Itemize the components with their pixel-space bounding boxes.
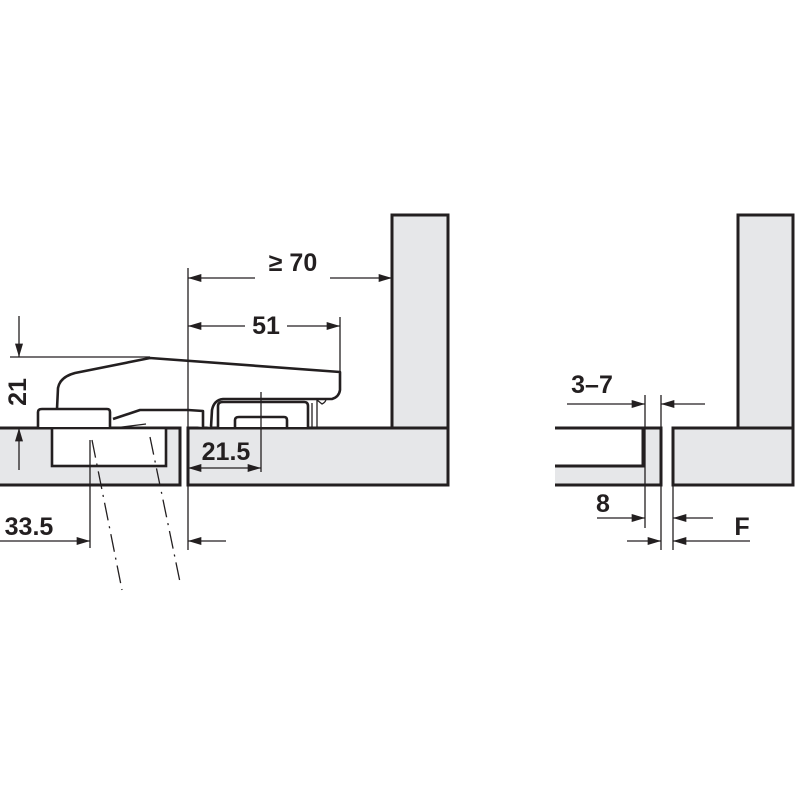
dim-mount-offset: 21.5 bbox=[202, 438, 251, 466]
dim-height: 21 bbox=[4, 378, 32, 406]
dim-gap: 3–7 bbox=[571, 371, 613, 399]
dim-cup-distance: 33.5 bbox=[5, 513, 54, 541]
left-view: ≥ 70 51 21 21.5 33.5 bbox=[0, 213, 450, 591]
cabinet-side-panel bbox=[390, 213, 450, 430]
dim-door-thickness: 8 bbox=[596, 490, 610, 518]
dim-min-distance: ≥ 70 bbox=[269, 249, 317, 277]
cup-axis-line bbox=[149, 436, 181, 583]
cup-axis-line bbox=[91, 439, 123, 591]
door-edge bbox=[555, 428, 661, 485]
cabinet-side-panel-right bbox=[736, 213, 795, 430]
right-view: 3–7 8 F bbox=[555, 213, 795, 550]
hinge-cup-hole bbox=[50, 426, 168, 468]
cabinet-bottom-panel-right bbox=[671, 426, 795, 487]
hinge-cup-cap bbox=[36, 407, 112, 427]
dim-overlay: F bbox=[734, 513, 749, 541]
hinge-body bbox=[36, 356, 342, 429]
hinge-clip bbox=[311, 398, 327, 427]
hinge-arm bbox=[55, 356, 342, 428]
dim-arm-length: 51 bbox=[252, 312, 280, 340]
